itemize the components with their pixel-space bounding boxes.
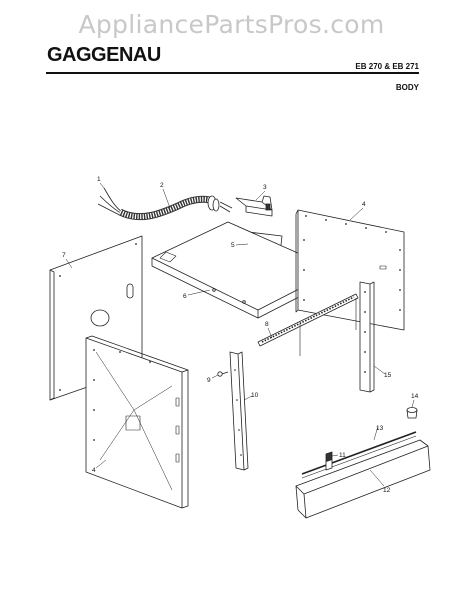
header-rule <box>46 72 419 74</box>
callout-4b: 4 <box>92 467 96 474</box>
part-bracket <box>235 195 273 217</box>
part-right-side-panel <box>295 209 405 331</box>
watermark: AppliancePartsPros.com <box>78 10 385 39</box>
leader-lines <box>65 182 415 487</box>
callout-3: 3 <box>263 184 267 191</box>
callout-8: 8 <box>265 321 269 328</box>
callout-11: 11 <box>339 452 346 459</box>
part-right-rail <box>359 281 375 393</box>
part-center-rail <box>229 351 249 471</box>
callout-14: 14 <box>411 393 419 400</box>
part-wires <box>97 187 123 217</box>
part-left-side-panel <box>85 335 189 509</box>
part-front-strip <box>257 293 359 356</box>
callout-1: 1 <box>97 176 101 183</box>
callout-7: 7 <box>62 252 66 259</box>
callout-15: 15 <box>384 372 392 379</box>
part-conduit-hose <box>118 195 233 221</box>
callout-6: 6 <box>183 293 187 300</box>
callout-5: 5 <box>231 242 235 249</box>
part-clip <box>325 451 333 471</box>
callout-9: 9 <box>207 377 211 384</box>
callout-4: 4 <box>362 201 366 208</box>
part-foot <box>406 407 418 419</box>
callout-12: 12 <box>383 487 391 494</box>
part-gasket-strip <box>301 431 417 479</box>
part-front-trim <box>295 439 431 519</box>
callout-13: 13 <box>376 425 384 432</box>
model-number: EB 270 & EB 271 <box>355 62 419 71</box>
part-screw <box>217 371 229 377</box>
brand-logo: GAGGENAU <box>47 44 161 66</box>
section-title: BODY <box>395 83 419 92</box>
callout-10: 10 <box>251 392 259 399</box>
callout-2: 2 <box>160 182 164 189</box>
